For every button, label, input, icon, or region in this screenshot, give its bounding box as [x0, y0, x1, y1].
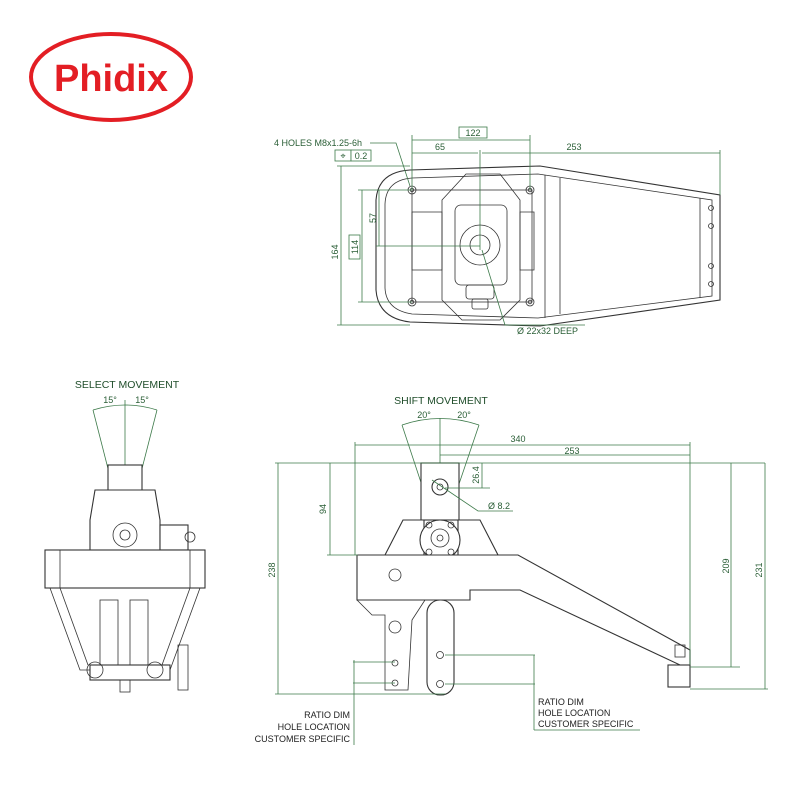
dim-253-side: 253: [564, 446, 579, 456]
dim-57: 57: [368, 213, 378, 223]
dim-65: 65: [435, 142, 445, 152]
logo-text: Phidix: [54, 58, 168, 100]
dim-94: 94: [318, 504, 328, 514]
ratio-note-right-line2: HOLE LOCATION: [538, 708, 610, 718]
phidix-logo: Phidix: [29, 32, 193, 122]
dim-209: 209: [721, 558, 731, 573]
dim-231: 231: [754, 562, 764, 577]
shift-angle-left: 20°: [417, 410, 431, 420]
select-view: SELECT MOVEMENT 15° 15°: [44, 379, 206, 693]
dim-253-top: 253: [566, 142, 581, 152]
ratio-note-left-line2: HOLE LOCATION: [278, 722, 350, 732]
dim-diameter-8-2: Ø 8.2: [488, 501, 510, 511]
shift-view: SHIFT MOVEMENT 20° 20° 340 253: [255, 395, 768, 745]
top-view: 122 65 253 4 HOLES M8x1.25-6h ⌖ 0.2 164 …: [274, 126, 721, 336]
select-title: SELECT MOVEMENT: [75, 379, 180, 391]
ratio-note-right-line1: RATIO DIM: [538, 697, 584, 707]
dim-164: 164: [330, 244, 340, 259]
shift-title: SHIFT MOVEMENT: [394, 395, 488, 407]
select-angle-right: 15°: [135, 395, 149, 405]
tolerance-value: 0.2: [355, 151, 368, 161]
select-angle-left: 15°: [103, 395, 117, 405]
dim-122: 122: [465, 128, 480, 138]
dim-238: 238: [267, 562, 277, 577]
shift-angle-right: 20°: [457, 410, 471, 420]
dim-340: 340: [510, 434, 525, 444]
dim-114: 114: [350, 240, 360, 254]
ratio-note-left-line3: CUSTOMER SPECIFIC: [255, 734, 351, 744]
bore-note: Ø 22x32 DEEP: [517, 326, 578, 336]
ratio-note-left-line1: RATIO DIM: [304, 710, 350, 720]
ratio-note-right-line3: CUSTOMER SPECIFIC: [538, 719, 634, 729]
holes-note: 4 HOLES M8x1.25-6h: [274, 138, 362, 148]
position-tolerance-icon: ⌖: [340, 151, 345, 161]
dim-26-4: 26.4: [471, 466, 481, 484]
